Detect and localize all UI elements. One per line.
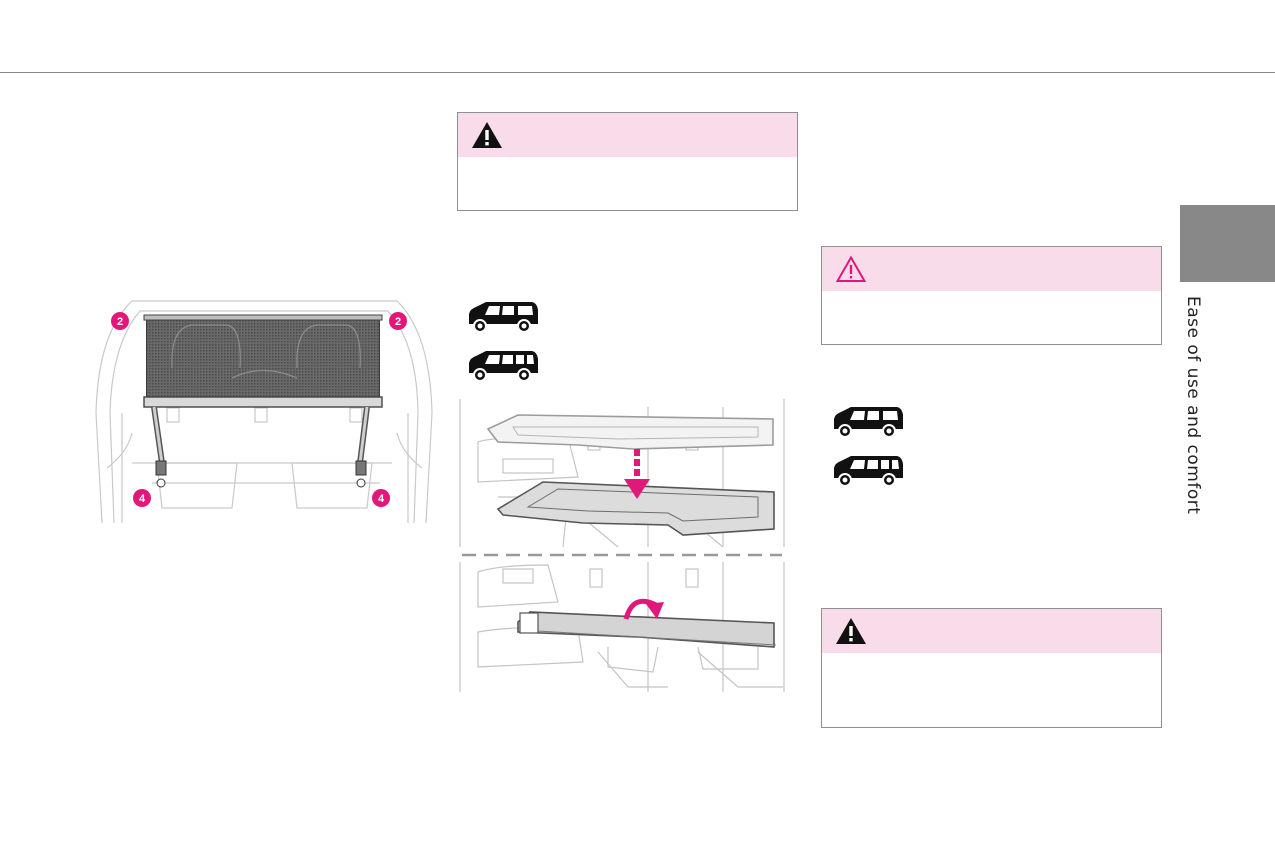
warning-triangle-filled-icon <box>836 618 866 644</box>
warning-box-1 <box>457 112 798 211</box>
callout-4-right: 4 <box>378 493 385 505</box>
warning-header <box>458 113 797 157</box>
warning-header <box>822 609 1161 653</box>
van-2-windows-icon <box>469 302 538 333</box>
callout-4-left: 4 <box>139 493 146 505</box>
warning-box-3 <box>821 608 1162 728</box>
callout-2-right: 2 <box>395 316 401 328</box>
van-3-windows-icon <box>834 456 903 487</box>
warning-header <box>822 247 1161 291</box>
warning-triangle-outline-icon <box>835 255 867 282</box>
van-2-windows-icon <box>834 407 903 438</box>
van-3-windows-icon <box>469 351 538 382</box>
callout-2-left: 2 <box>117 316 123 328</box>
section-tab-marker <box>1180 205 1275 282</box>
section-tab-label: Ease of use and comfort <box>1183 296 1203 515</box>
warning-box-2 <box>821 246 1162 345</box>
header-rule <box>0 72 1275 73</box>
parcel-shelf-illustration <box>459 399 785 692</box>
cargo-net-illustration: 2 2 4 4 <box>95 300 433 524</box>
warning-triangle-filled-icon <box>472 122 502 148</box>
